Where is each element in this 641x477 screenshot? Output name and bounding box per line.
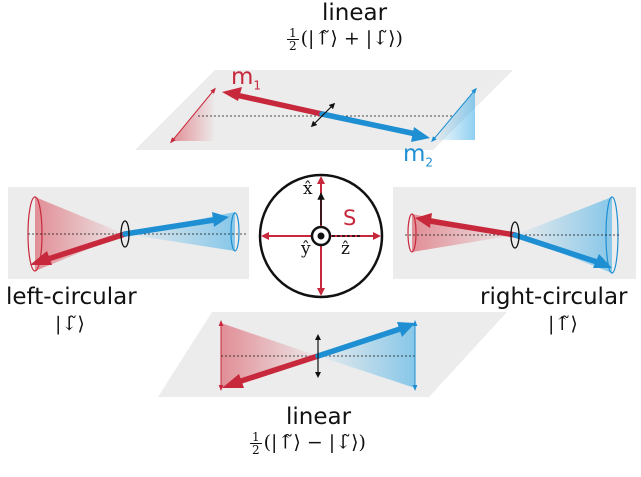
m2-label: m2: [403, 141, 433, 170]
top-m1-arrow-head: [222, 87, 242, 101]
left-m2-arrow-head: [212, 212, 229, 227]
m2-label-text: m: [403, 141, 426, 167]
left-title: left-circular: [6, 284, 137, 310]
top-title: linear: [322, 0, 388, 26]
bottom-fraction: 1 2: [250, 431, 262, 456]
right-red-ellipse: [407, 213, 417, 253]
bottom-m1-arrow-head: [222, 374, 244, 388]
bottom-red-cone: [221, 323, 318, 388]
top-red-precession-line: [170, 87, 216, 144]
dot-in-circle-center: [317, 232, 325, 240]
bottom-m2-arrow-shaft: [315, 326, 403, 359]
bottom-m1-arrow-shaft: [235, 353, 321, 385]
left-m1-arrow-head: [30, 251, 52, 265]
bottom-state: (|↑̃⟩ − |↓̃⟩): [263, 431, 366, 454]
bottom-blue-cone: [318, 323, 415, 388]
top-m2-arrow-head: [411, 127, 430, 142]
left-blue-ellipse: [230, 212, 240, 252]
bottom-title: linear: [286, 404, 352, 430]
top-state: (|↑̃⟩ + |↓̃⟩): [300, 27, 403, 50]
bottom-linear-panel: [158, 312, 507, 397]
m2-label-sub: 2: [425, 155, 434, 170]
m1-label-sub: 1: [253, 78, 262, 93]
bottom-m2-arrow-head: [397, 322, 415, 337]
right-state: |↑̃⟩: [548, 313, 578, 335]
center-x-label: x̂: [303, 179, 313, 199]
top-blue-precession-line: [431, 87, 477, 143]
top-double-headed-arrow-icon: [310, 102, 336, 128]
right-m1-arrow-shaft: [427, 218, 518, 238]
center-s-label: S: [343, 206, 357, 230]
left-circular-panel: [8, 187, 249, 279]
top-state-formula: 1 2 (|↑̃⟩ + |↓̃⟩): [287, 27, 403, 52]
top-fraction-denominator: 2: [289, 39, 297, 53]
right-circular-panel: [393, 187, 636, 279]
right-m1-arrow-head: [415, 213, 432, 228]
left-m1-arrow-shaft: [42, 231, 128, 263]
center-coordinate-system: [258, 173, 384, 299]
bottom-fraction-denominator: 2: [252, 443, 260, 457]
top-fraction: 1 2: [287, 27, 299, 52]
right-m2-arrow-head: [593, 254, 612, 268]
right-circular-ellipse-icon: [510, 221, 520, 249]
top-linear-panel: [135, 70, 513, 150]
m1-label: m1: [231, 64, 261, 93]
right-blue-cone: [515, 197, 612, 273]
center-y-label: ŷ: [301, 239, 311, 259]
top-fraction-numerator: 1: [287, 26, 299, 40]
m1-label-text: m: [231, 64, 254, 90]
bottom-fraction-numerator: 1: [250, 430, 262, 444]
right-m2-arrow-shaft: [512, 232, 600, 265]
right-title: right-circular: [480, 284, 628, 310]
top-m2-arrow-shaft: [319, 111, 419, 137]
left-circular-ellipse-icon: [120, 220, 130, 248]
left-m2-arrow-shaft: [122, 217, 217, 237]
center-z-label: ẑ: [341, 239, 350, 259]
left-state: |↓̃⟩: [55, 313, 85, 335]
top-m1-arrow-shaft: [233, 92, 325, 117]
bottom-state-formula: 1 2 (|↑̃⟩ − |↓̃⟩): [250, 431, 366, 456]
